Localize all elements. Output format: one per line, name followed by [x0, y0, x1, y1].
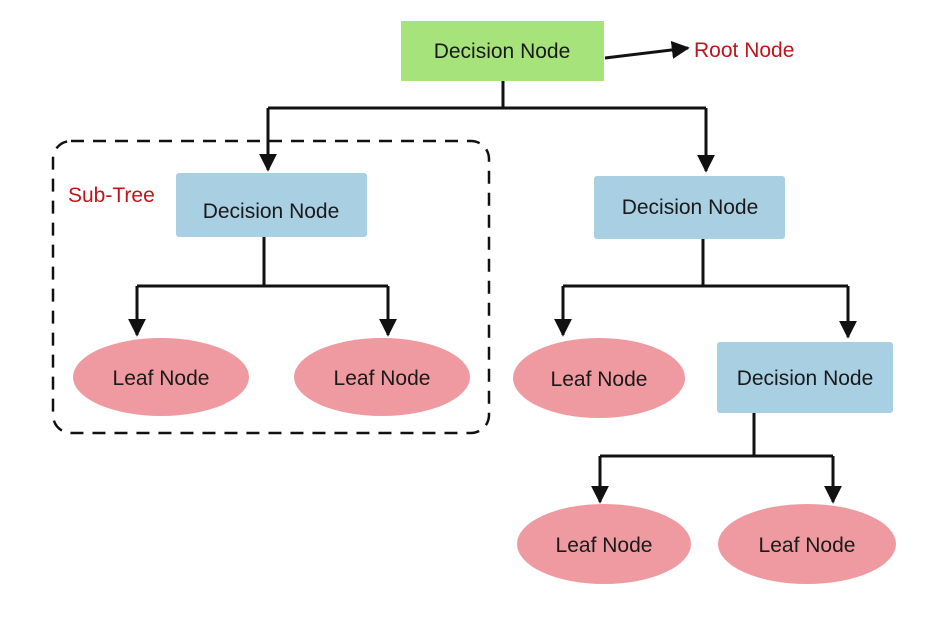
- left-decision-node: Decision Node: [176, 173, 367, 237]
- leaf-node-4-label: Leaf Node: [556, 534, 653, 557]
- subtree-boundary: [51, 139, 491, 435]
- leaf-node-2-label: Leaf Node: [334, 367, 431, 390]
- leaf-node-4: Leaf Node: [517, 504, 691, 584]
- root-node-pointer-arrow: [604, 41, 690, 60]
- edge-root-split: [268, 80, 706, 110]
- edges: [128, 41, 857, 504]
- leaf-node-5: Leaf Node: [718, 504, 896, 584]
- edge-subdecision-split: [600, 412, 833, 458]
- root-decision-label: Decision Node: [434, 40, 571, 63]
- leaf-node-5-label: Leaf Node: [759, 534, 856, 557]
- right-sub-decision-label: Decision Node: [737, 367, 874, 390]
- right-sub-decision-node: Decision Node: [717, 342, 893, 413]
- leaf-node-1: Leaf Node: [73, 338, 249, 416]
- leaf-node-2: Leaf Node: [294, 338, 470, 416]
- subtree-label: Sub-Tree: [68, 184, 155, 207]
- leaf-node-3: Leaf Node: [513, 338, 685, 418]
- right-decision-label: Decision Node: [622, 196, 759, 219]
- leaf-node-1-label: Leaf Node: [113, 367, 210, 390]
- root-node-label: Root Node: [694, 39, 794, 62]
- right-decision-node: Decision Node: [594, 176, 785, 239]
- root-decision-node: Decision Node: [401, 21, 604, 81]
- leaf-node-3-label: Leaf Node: [551, 368, 648, 391]
- left-decision-label: Decision Node: [203, 200, 340, 223]
- edge-left-split: [137, 237, 388, 288]
- edge-right-split: [563, 238, 848, 288]
